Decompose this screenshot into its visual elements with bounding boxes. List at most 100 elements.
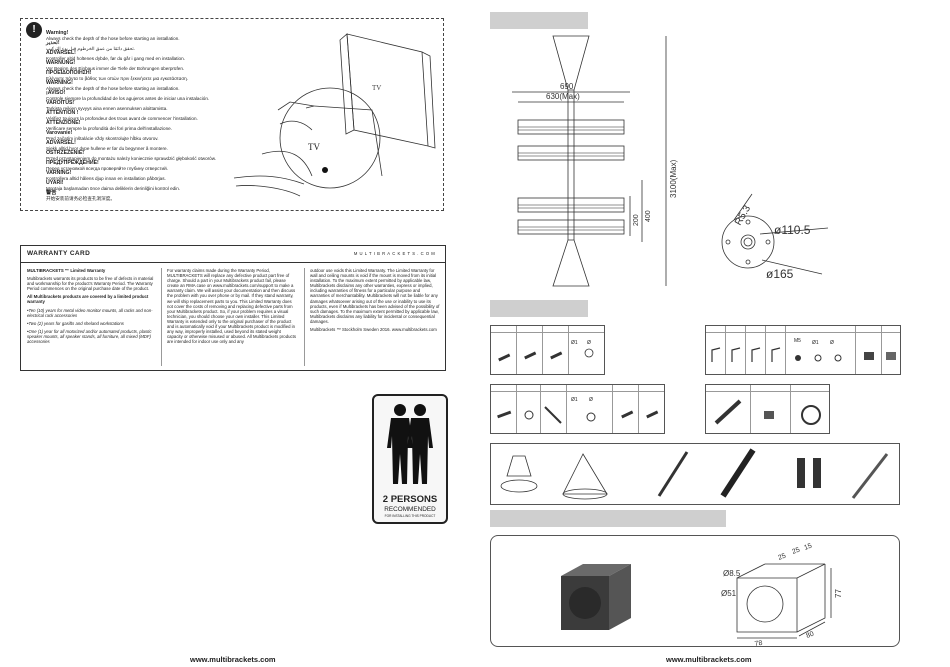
width-25b-label: 25 bbox=[791, 547, 801, 556]
exclamation-icon: ! bbox=[26, 22, 42, 38]
warranty-col1-p2: All Multibrackets products are covered b… bbox=[27, 294, 149, 305]
warning-heading: UYARI! bbox=[46, 180, 64, 186]
screw-parts-icons bbox=[498, 348, 594, 362]
t1-diameter-label: Ø bbox=[587, 340, 591, 346]
clamp-section: Ø8.5 Ø51 25 25 15 77 78 80 bbox=[490, 535, 900, 647]
warning-line: Kontroller altid holtenes dybde, før du … bbox=[46, 56, 185, 61]
t2-diameter-label: Ø bbox=[830, 340, 834, 346]
parts-table-2: M5 Ø1 Ø bbox=[705, 325, 901, 375]
width-80-label: 80 bbox=[805, 631, 815, 640]
warning-line: تحقق دائمًا من عمق الخرطوم قبل بدء الترك… bbox=[46, 46, 136, 51]
bolt-parts-icons bbox=[497, 406, 659, 424]
warranty-col1-p1: Multibrackets warrants its products to b… bbox=[27, 276, 154, 292]
warranty-col-2: For warranty claims made during the Warr… bbox=[167, 268, 297, 347]
t2-thread-label: M5 bbox=[794, 338, 801, 344]
warning-line: Перед установкой всегда проверяйте глуби… bbox=[46, 166, 168, 171]
warranty-col3-p2: Multibrackets ™ Stockholm Sweden 2016. w… bbox=[310, 327, 437, 333]
main-components-row bbox=[490, 443, 900, 505]
persons-recommended-label: RECOMMENDED bbox=[384, 506, 436, 513]
parts-table-1-head bbox=[491, 326, 604, 333]
two-persons-badge: 2 PERSONS RECOMMENDED FOR INSTALLING THI… bbox=[372, 394, 448, 524]
warning-line: Always check the depth of the hose befor… bbox=[46, 36, 180, 41]
warning-heading: ATTENTION ! bbox=[46, 110, 79, 116]
warranty-brand: MULTIBRACKETS.COM bbox=[353, 251, 437, 256]
warning-heading: ADVARSEL! bbox=[46, 140, 76, 146]
key-parts-icons bbox=[711, 347, 896, 362]
radius-label: R5.3 bbox=[733, 203, 753, 227]
warning-line: Controle siempre la profundidad de los a… bbox=[46, 96, 210, 101]
tv-installation-illustration: TV TV bbox=[233, 33, 436, 197]
depth-78-label: 78 bbox=[754, 640, 763, 646]
spacer-parts-icons bbox=[714, 399, 821, 425]
section-header-clamp bbox=[490, 510, 726, 527]
warranty-col1-p0: MULTIBRACKETS ™ Limited Warranty bbox=[27, 268, 106, 273]
width-25a-label: 25 bbox=[777, 553, 787, 562]
base-plate-diagram: R5.3 ø110.5 ø165 bbox=[721, 193, 829, 281]
warning-heading: VARNING! bbox=[46, 170, 72, 176]
tv-label-top: TV bbox=[372, 84, 381, 92]
section-header-parts bbox=[490, 300, 588, 317]
clamp-3d-render bbox=[561, 564, 631, 630]
warning-box bbox=[20, 18, 444, 211]
warranty-col2-p: For warranty claims made during the Warr… bbox=[167, 268, 296, 345]
warning-line: Verificare sempre la profondità dei fori… bbox=[46, 126, 172, 131]
persons-count-label: 2 PERSONS bbox=[382, 494, 438, 505]
warning-heading: Warning! bbox=[46, 30, 69, 36]
width-inner-label: 630(Max) bbox=[546, 92, 580, 101]
t3-diameter-label: Ø bbox=[589, 397, 593, 403]
warranty-card: WARRANTY CARD MULTIBRACKETS.COM MULTIBRA… bbox=[20, 245, 446, 371]
warning-heading: 警告 bbox=[46, 190, 57, 196]
warning-line: Ελέγχετε πάντα το βάθος των οπών πριν ξε… bbox=[46, 76, 189, 81]
warranty-header: WARRANTY CARD MULTIBRACKETS.COM bbox=[21, 246, 445, 263]
warranty-title: WARRANTY CARD bbox=[27, 250, 91, 257]
t1-washer-label: Ø1 bbox=[571, 340, 578, 346]
warranty-col3-p1: outdoor use voids this Limited Warranty.… bbox=[310, 268, 440, 324]
warranty-col1-p5: •One (1) year for all motorized and/or a… bbox=[27, 328, 152, 345]
warning-heading: WARNUNG! bbox=[46, 60, 76, 66]
warning-heading: VAROITUS! bbox=[46, 100, 75, 106]
warning-line: Pred začatím inštalácie vždy skontrolujt… bbox=[46, 136, 159, 141]
warranty-col1-p3: •Ten (10) years for metal video monitor … bbox=[27, 307, 153, 318]
warning-line: Sjekk alltid hvor dype hullene er før du… bbox=[46, 146, 168, 151]
warranty-divider-1 bbox=[161, 268, 162, 366]
width-15-label: 15 bbox=[803, 543, 813, 552]
diameter-165-label: ø165 bbox=[766, 267, 794, 281]
warranty-col-3: outdoor use voids this Limited Warranty.… bbox=[310, 268, 440, 335]
vesa-400-label: 400 bbox=[645, 210, 652, 222]
parts-table-4 bbox=[705, 384, 830, 434]
warning-line: Vor Beginn des Einbaus immer die Tiefe d… bbox=[46, 66, 185, 71]
warning-line: 开始安装前请务必检查孔洞深度。 bbox=[46, 196, 115, 201]
warning-heading: OSTRZEŻENIE! bbox=[46, 150, 85, 156]
main-components-icons bbox=[500, 448, 889, 500]
height-total-label: 3100(Max) bbox=[669, 159, 678, 198]
warning-heading: ADVARSEL! bbox=[46, 50, 76, 56]
warning-line: Montaja başlamadan önce daima deliklerin… bbox=[46, 186, 181, 191]
parts-table-4-head bbox=[706, 385, 829, 392]
warning-heading: WARNING! bbox=[46, 80, 73, 86]
warning-heading: تحذير! bbox=[46, 40, 60, 46]
persons-note-label: FOR INSTALLING THIS PRODUCT bbox=[384, 514, 436, 518]
footer-url-left: www.multibrackets.com bbox=[190, 655, 276, 664]
warranty-col1-p4: •Two (2) years for gasifts and sheland w… bbox=[27, 320, 124, 326]
pole-diameter-label: Ø51 bbox=[721, 589, 737, 598]
parts-table-3-head bbox=[491, 385, 664, 392]
diameter-110-label: ø110.5 bbox=[774, 223, 811, 237]
warning-heading: ΠΡΟΕΙΔΟΠΟΙΗΣΗ! bbox=[46, 70, 92, 76]
floor-ceiling-stand-drawing: 690 630(Max) 3100(Max) 200 400 bbox=[512, 35, 678, 287]
tv-label-zoom: TV bbox=[308, 142, 320, 152]
parts-table-1: Ø1 Ø bbox=[490, 325, 605, 375]
width-outer-label: 690 bbox=[560, 82, 574, 91]
two-persons-icon bbox=[387, 404, 433, 484]
warning-heading: Varovanie! bbox=[46, 130, 73, 136]
height-77-label: 77 bbox=[834, 589, 843, 598]
warning-heading: ПРЕДУПРЕЖДЕНИЕ! bbox=[46, 160, 99, 166]
warning-line: Vérifiez toujours la profondeur des trou… bbox=[46, 116, 198, 121]
warning-line: Tarkista reikien syvyys aina ennen asenn… bbox=[46, 106, 168, 111]
clamp-technical-drawing: Ø8.5 Ø51 25 25 15 77 78 80 bbox=[721, 543, 843, 646]
t2-washer-label: Ø1 bbox=[812, 340, 819, 346]
warning-heading: ATTENZIONE! bbox=[46, 120, 81, 126]
vesa-200-label: 200 bbox=[633, 214, 640, 226]
parts-table-3: Ø1 Ø bbox=[490, 384, 665, 434]
warranty-col-1: MULTIBRACKETS ™ Limited Warranty Multibr… bbox=[27, 268, 155, 347]
t3-washer-label: Ø1 bbox=[571, 397, 578, 403]
